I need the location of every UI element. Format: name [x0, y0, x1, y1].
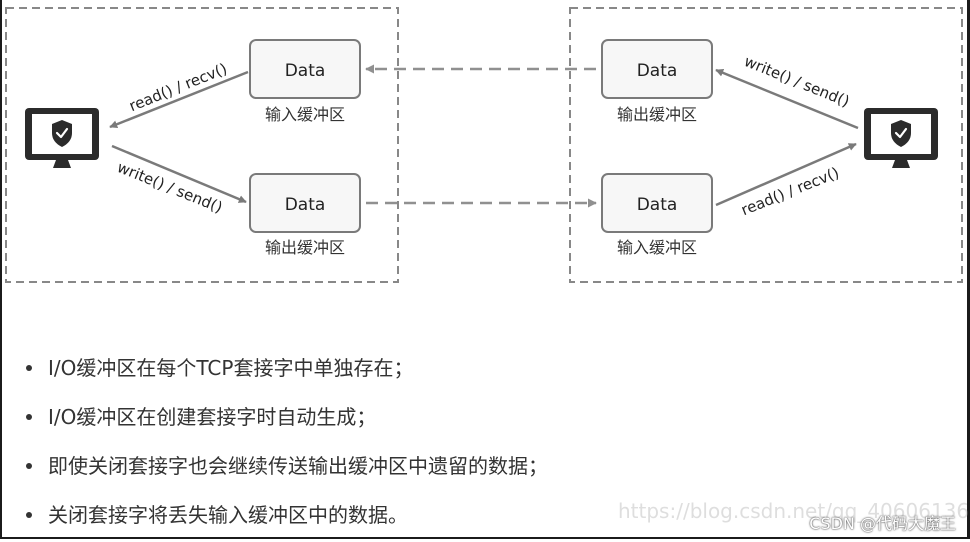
left-computer-icon	[25, 108, 99, 168]
bullet-icon	[26, 365, 32, 371]
note-text: 关闭套接字将丢失输入缓冲区中的数据。	[48, 503, 408, 527]
frame-edge-bottom	[0, 537, 970, 539]
bullet-icon	[26, 463, 32, 469]
left-panel	[5, 7, 399, 283]
left-write-arrow	[111, 144, 247, 204]
right-output-buffer-label: Data	[637, 61, 678, 81]
left-input-buffer-caption: 输入缓冲区	[265, 105, 345, 124]
note-item: 即使关闭套接字也会继续传送输出缓冲区中遗留的数据；	[20, 444, 548, 493]
right-output-buffer-caption: 输出缓冲区	[617, 105, 697, 124]
faint-url-watermark: https://blog.csdn.net/qq_40606136	[618, 499, 970, 523]
note-text: I/O缓冲区在创建套接字时自动生成；	[48, 405, 377, 429]
left-input-buffer-label: Data	[285, 61, 326, 81]
right-panel	[569, 7, 963, 283]
right-computer-icon	[864, 108, 938, 168]
left-read-label: read() / recv()	[127, 60, 230, 116]
note-item: I/O缓冲区在每个TCP套接字中单独存在；	[20, 346, 548, 395]
frame-edge-left	[0, 0, 2, 539]
left-output-buffer-label: Data	[285, 195, 326, 215]
bullet-icon	[26, 512, 32, 518]
left-read-arrow	[109, 70, 249, 129]
right-input-buffer-caption: 输入缓冲区	[617, 238, 697, 257]
note-text: I/O缓冲区在每个TCP套接字中单独存在；	[48, 356, 414, 380]
note-text: 即使关闭套接字也会继续传送输出缓冲区中遗留的数据；	[48, 454, 548, 478]
notes-list: I/O缓冲区在每个TCP套接字中单独存在； I/O缓冲区在创建套接字时自动生成；…	[20, 346, 548, 542]
bullet-icon	[26, 414, 32, 420]
right-input-buffer-box: Data	[601, 173, 713, 233]
note-item: I/O缓冲区在创建套接字时自动生成；	[20, 395, 548, 444]
io-buffer-diagram: Data 输入缓冲区 Data 输出缓冲区 Data 输出缓冲区 Data 输入…	[5, 7, 963, 283]
left-output-buffer-box: Data	[249, 173, 361, 233]
right-output-buffer-box: Data	[601, 39, 713, 99]
note-item: 关闭套接字将丢失输入缓冲区中的数据。	[20, 493, 548, 542]
right-read-arrow	[715, 142, 857, 207]
left-input-buffer-box: Data	[249, 39, 361, 99]
csdn-watermark: CSDN @代码大魔王	[809, 514, 956, 533]
right-input-buffer-label: Data	[637, 195, 678, 215]
right-write-arrow	[715, 68, 859, 130]
left-output-buffer-caption: 输出缓冲区	[265, 238, 345, 257]
frame-edge-right	[967, 0, 970, 539]
